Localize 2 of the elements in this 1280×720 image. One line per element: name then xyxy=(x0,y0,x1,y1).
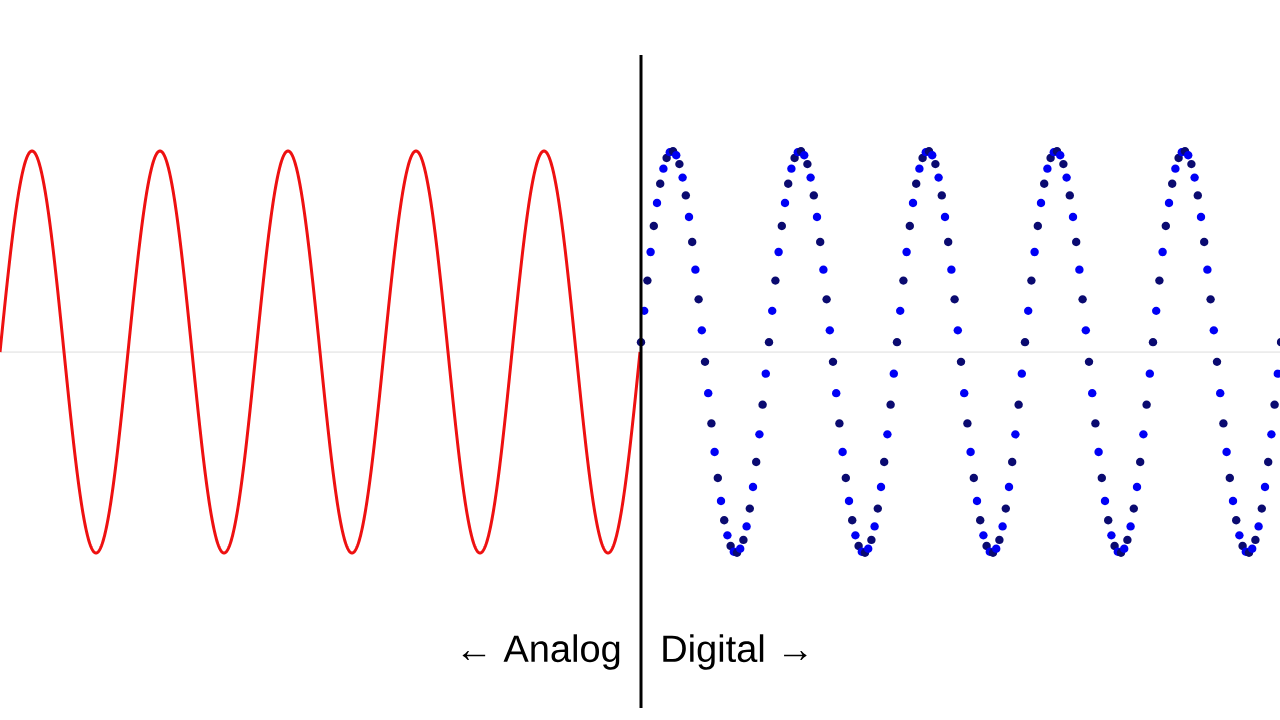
axis-label: ← Analog xyxy=(462,634,620,670)
axis-label: Digital → xyxy=(663,634,807,670)
